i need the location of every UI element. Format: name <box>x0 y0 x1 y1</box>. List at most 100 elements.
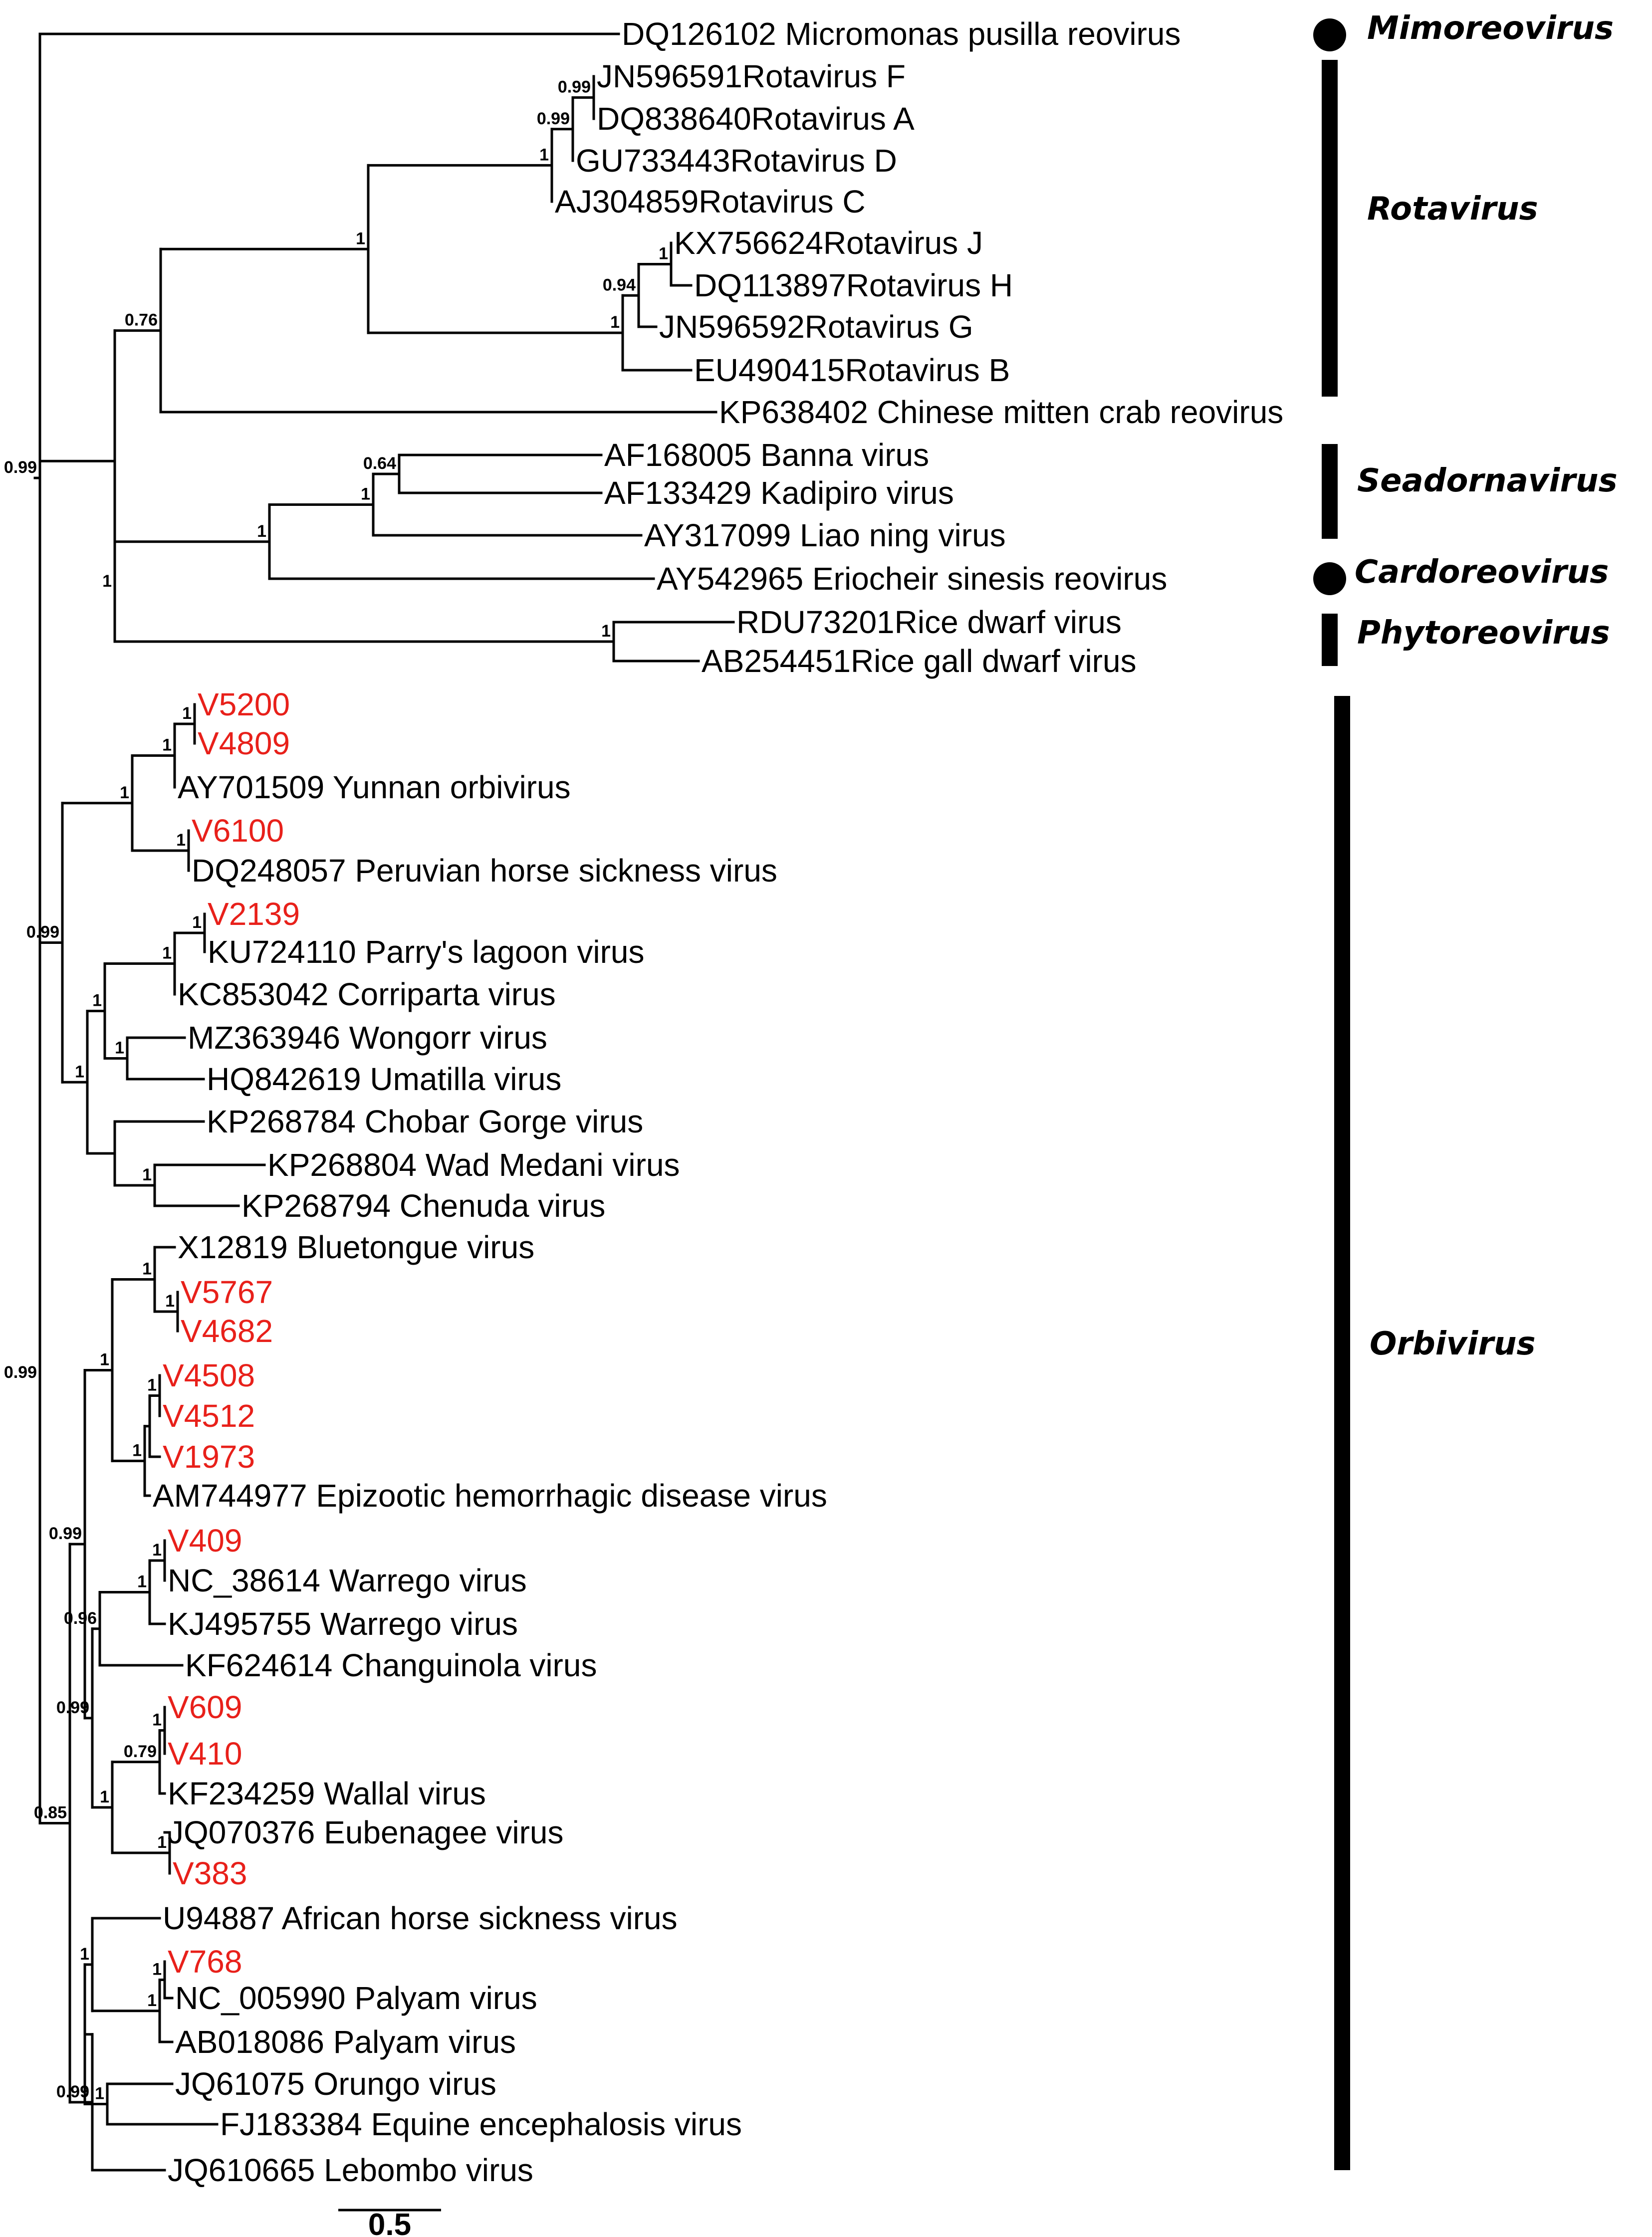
support-value: 1 <box>659 244 668 263</box>
support-value: 1 <box>165 1292 175 1311</box>
clade-bar-marker <box>1322 444 1338 539</box>
leaf-label-sample: V409 <box>168 1523 242 1559</box>
leaf-label-sample: V4512 <box>163 1398 255 1434</box>
support-value: 1 <box>361 485 370 504</box>
support-value: 1 <box>115 1039 124 1058</box>
leaf-label: JQ61075 Orungo virus <box>175 2066 496 2102</box>
support-value: 1 <box>610 313 620 332</box>
scale-bar-label: 0.5 <box>368 2208 411 2237</box>
leaf-label: DQ126102 Micromonas pusilla reovirus <box>622 16 1181 52</box>
clade-label: Phytoreovirus <box>1357 615 1610 652</box>
support-value: 1 <box>257 522 266 541</box>
clade-label: Mimoreovirus <box>1367 10 1614 47</box>
leaf-label: KF234259 Wallal virus <box>168 1776 486 1811</box>
leaf-label: KP268784 Chobar Gorge virus <box>207 1104 643 1139</box>
support-value: 0.79 <box>124 1742 157 1761</box>
leaf-label: KC853042 Corriparta virus <box>178 976 556 1012</box>
support-value: 1 <box>192 913 202 932</box>
support-value: 1 <box>95 2084 104 2103</box>
support-value: 0.85 <box>34 1803 67 1822</box>
clade-bar-marker <box>1322 614 1338 666</box>
support-value: 1 <box>157 1833 167 1852</box>
support-value: 1 <box>162 944 172 963</box>
clade-label: Rotavirus <box>1367 191 1538 227</box>
leaf-label: AY701509 Yunnan orbivirus <box>178 769 571 805</box>
leaf-label-sample: V5200 <box>198 686 290 722</box>
leaf-label: JQ610665 Lebombo virus <box>168 2152 533 2188</box>
support-value: 1 <box>356 229 365 248</box>
clade-label: Orbivirus <box>1370 1326 1536 1362</box>
leaf-label: AY542965 Eriocheir sinesis reovirus <box>657 561 1167 597</box>
support-value: 0.76 <box>125 311 158 330</box>
support-value: 0.64 <box>363 454 396 473</box>
leaf-label-sample: V1973 <box>163 1439 255 1475</box>
leaf-label: KU724110 Parry's lagoon virus <box>208 934 645 970</box>
support-value: 1 <box>142 1165 152 1184</box>
support-value: 1 <box>147 1991 157 2010</box>
leaf-label: U94887 African horse sickness virus <box>163 1900 678 1936</box>
support-value: 1 <box>152 1711 162 1730</box>
leaf-label: JN596592Rotavirus G <box>659 309 973 345</box>
support-value: 0.99 <box>56 1698 89 1717</box>
leaf-label: HQ842619 Umatilla virus <box>207 1061 561 1097</box>
support-value: 1 <box>132 1441 142 1460</box>
support-value: 1 <box>80 1945 89 1964</box>
clade-bar-marker <box>1334 696 1350 2170</box>
support-value: 1 <box>100 1350 109 1369</box>
clade-label: Cardoreovirus <box>1355 554 1609 591</box>
leaf-label: KP638402 Chinese mitten crab reovirus <box>719 394 1283 430</box>
leaf-label-sample: V383 <box>173 1855 247 1891</box>
tree-branches <box>33 32 735 2172</box>
support-value: 0.99 <box>56 2082 89 2101</box>
leaf-label: AB018086 Palyam virus <box>175 2024 516 2060</box>
leaf-label: KP268804 Wad Medani virus <box>267 1147 680 1183</box>
support-value: 1 <box>162 736 172 755</box>
clade-label: Seadornavirus <box>1357 462 1618 499</box>
leaf-label: JQ070376 Eubenagee virus <box>168 1814 563 1850</box>
leaf-label: AJ304859Rotavirus C <box>555 184 866 220</box>
leaf-label-sample: V410 <box>168 1736 242 1772</box>
clade-dot-marker <box>1313 18 1346 51</box>
leaf-label-sample: V4809 <box>198 725 290 761</box>
support-value: 1 <box>142 1260 152 1279</box>
leaf-label: X12819 Bluetongue virus <box>178 1229 534 1265</box>
leaf-label-sample: V4508 <box>163 1357 255 1393</box>
leaf-label: DQ113897Rotavirus H <box>694 267 1013 303</box>
support-value: 0.99 <box>537 109 570 128</box>
leaf-label: NC_005990 Palyam virus <box>175 1980 537 2016</box>
support-value: 1 <box>176 831 186 850</box>
support-value: 0.99 <box>558 78 591 97</box>
leaf-label: KJ495755 Warrego virus <box>168 1606 518 1642</box>
support-value: 1 <box>147 1376 157 1395</box>
leaf-labels: DQ126102 Micromonas pusilla reovirusJN59… <box>153 16 1283 2188</box>
leaf-label-sample: V609 <box>168 1689 242 1725</box>
support-value: 1 <box>601 622 611 641</box>
support-value: 0.99 <box>4 1363 37 1382</box>
leaf-label-sample: V2139 <box>208 896 300 932</box>
support-value: 0.96 <box>64 1609 97 1628</box>
scale-bar: 0.5 <box>338 2208 441 2237</box>
support-value: 1 <box>137 1572 147 1591</box>
support-value: 0.99 <box>4 458 37 477</box>
support-value: 0.99 <box>49 1524 82 1543</box>
leaf-label: AF133429 Kadipiro virus <box>604 475 954 511</box>
leaf-label: RDU73201Rice dwarf virus <box>736 604 1122 640</box>
support-value: 1 <box>539 145 549 164</box>
support-value: 0.99 <box>26 923 59 942</box>
leaf-label: AB254451Rice gall dwarf virus <box>702 643 1137 679</box>
support-value: 1 <box>75 1062 84 1081</box>
leaf-label-sample: V6100 <box>192 813 284 849</box>
clade-bar-marker <box>1322 60 1338 397</box>
support-value: 1 <box>102 572 112 591</box>
leaf-label: AM744977 Epizootic hemorrhagic disease v… <box>153 1478 827 1514</box>
support-value: 0.94 <box>603 275 636 294</box>
leaf-label: DQ838640Rotavirus A <box>597 101 915 137</box>
leaf-label: NC_38614 Warrego virus <box>168 1563 527 1598</box>
leaf-label: JN596591Rotavirus F <box>597 58 906 94</box>
support-values: 0.990.99110.94110.760.64111111111111110.… <box>4 78 668 2103</box>
support-value: 1 <box>182 704 192 723</box>
leaf-label: AY317099 Liao ning virus <box>644 517 1006 553</box>
leaf-label-sample: V5767 <box>181 1274 273 1310</box>
support-value: 1 <box>120 783 129 802</box>
